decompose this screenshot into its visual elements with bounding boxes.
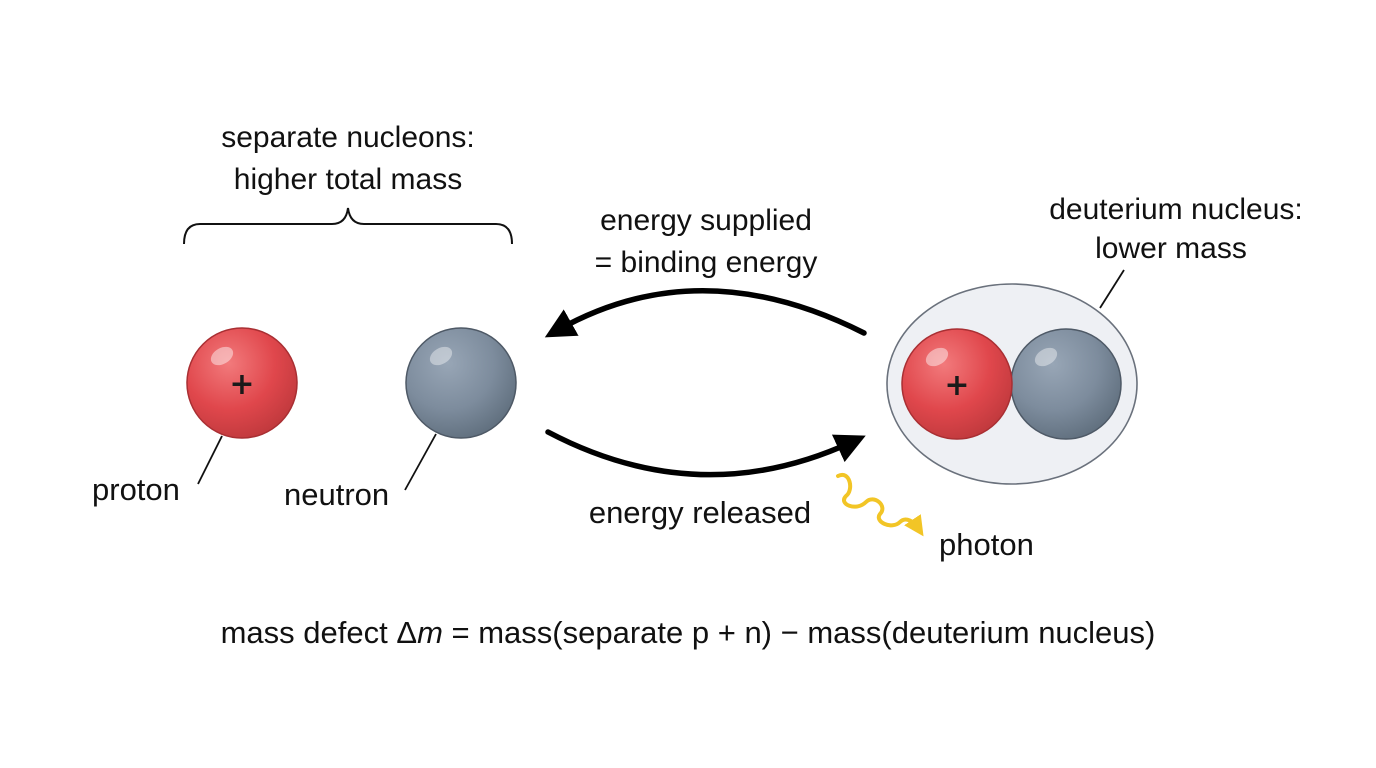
mass-defect-equation: mass defect Δm = mass(separate p + n) − … (221, 615, 1156, 650)
energy-released-arrow (545, 429, 866, 478)
proton-plus-sign: + (229, 367, 254, 402)
equation-prefix: mass defect (221, 615, 397, 650)
proton-leader-line (197, 435, 223, 485)
deuterium-leader-line (1099, 269, 1125, 309)
deuterium-nucleus-label: deuterium nucleus: (1049, 193, 1302, 226)
neutron-label: neutron (284, 477, 389, 512)
energy-supplied-arrow (544, 288, 867, 338)
equation-delta: Δ (396, 615, 417, 650)
equation-suffix: = mass(separate p + n) − mass(deuterium … (443, 615, 1155, 650)
binding-energy-label: = binding energy (595, 246, 818, 279)
neutron-leader-line (404, 433, 437, 491)
energy-supplied-label: energy supplied (600, 204, 812, 237)
neutron-sphere (405, 327, 517, 439)
photon-wave-arrow (836, 472, 924, 537)
deuterium-neutron-sphere (1010, 328, 1122, 440)
proton-sphere: + (186, 327, 298, 439)
separate-nucleons-label: separate nucleons: (221, 121, 475, 154)
lower-mass-label: lower mass (1095, 232, 1247, 265)
equation-m-symbol: m (417, 615, 443, 650)
proton-label: proton (92, 472, 180, 507)
deuterium-proton-sphere: + (901, 328, 1013, 440)
energy-released-label: energy released (589, 495, 811, 530)
deuterium-proton-plus-sign: + (944, 368, 969, 403)
photon-label: photon (939, 527, 1034, 562)
grouping-brace (183, 207, 513, 245)
higher-total-mass-label: higher total mass (234, 163, 462, 196)
